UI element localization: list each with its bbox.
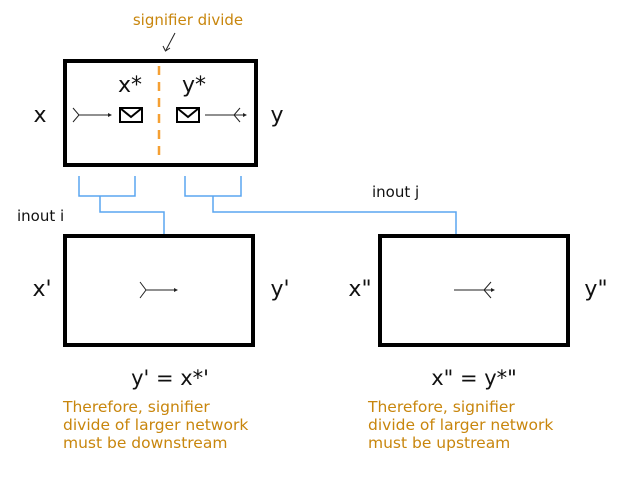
envelope-icon-right (176, 107, 200, 123)
downstream-arrow-icon (139, 281, 178, 299)
left-equation: y' = x*' (131, 366, 209, 390)
top-box (63, 59, 258, 167)
inout-j-label: inout j (372, 183, 419, 201)
left-note-line: Therefore, signifier (62, 398, 210, 416)
left-input-label: x' (32, 277, 51, 302)
output-arrow-icon (205, 107, 247, 123)
x-star-label: x* (118, 73, 142, 98)
right-box (378, 234, 570, 347)
left-output-label: y' (270, 277, 289, 302)
right-input-label: x" (348, 277, 371, 302)
left-note: Therefore, signifier divide of larger ne… (62, 398, 248, 452)
y-star-label: y* (182, 73, 206, 98)
inout-i-label: inout i (17, 207, 64, 225)
right-note-line: must be upstream (368, 434, 510, 452)
input-arrow-icon (72, 107, 112, 123)
signifier-pointer-arrow (162, 32, 176, 52)
left-box (63, 234, 255, 347)
envelope-icon-left (119, 107, 143, 123)
upstream-arrow-icon (454, 281, 495, 299)
right-output-label: y" (584, 277, 607, 302)
left-note-line: divide of larger network (63, 416, 248, 434)
top-output-label: y (270, 103, 283, 128)
right-note-line: divide of larger network (368, 416, 553, 434)
signifier-divide-label: signifier divide (133, 11, 243, 29)
right-equation: x" = y*" (431, 366, 517, 390)
top-input-label: x (33, 103, 46, 128)
left-note-line: must be downstream (63, 434, 227, 452)
right-note-line: Therefore, signifier (367, 398, 515, 416)
connector-inout-j (184, 176, 457, 236)
connector-inout-i (78, 176, 165, 236)
right-note: Therefore, signifier divide of larger ne… (367, 398, 553, 452)
